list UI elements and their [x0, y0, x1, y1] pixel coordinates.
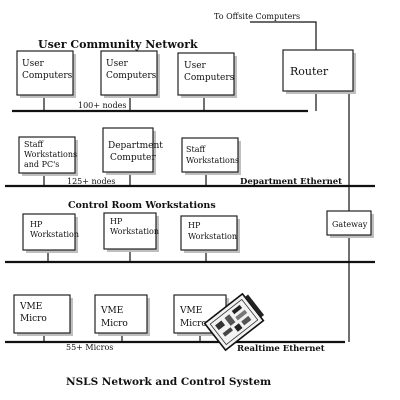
gateway-box: Gateway: [326, 210, 374, 238]
user-nodes-note: 100+ nodes: [78, 101, 126, 110]
realtime-ethernet-label: Realtime Ethernet: [237, 344, 325, 354]
vme-micro-box-2: VME Micro: [94, 294, 150, 336]
box-label: Micro: [20, 314, 47, 324]
box-label: HP: [188, 221, 201, 230]
offsite-link: [250, 21, 317, 52]
box-label: Computers: [22, 71, 73, 81]
hp-workstation-box-2: HP Workstation: [103, 212, 159, 252]
box-label: VME: [100, 306, 123, 316]
box-label: Computers: [184, 73, 235, 83]
box-label: User: [22, 59, 45, 69]
router-label: Router: [290, 65, 329, 78]
vme-micro-box-1: VME Micro: [13, 294, 73, 336]
user-computers-box-2: User Computers: [100, 50, 160, 98]
box-label: Staff: [186, 145, 206, 154]
vme-board-illustration: [203, 292, 265, 352]
box-label: HP: [110, 217, 123, 226]
staff-workstations-box-1: Staff Workstations and PC's: [18, 136, 78, 176]
box-label: VME: [19, 302, 42, 312]
user-network-title: User Community Network: [38, 38, 198, 51]
box-label: Department: [108, 141, 163, 151]
box-label: and PC's: [24, 160, 59, 169]
vme-micro-box-3: VME Micro: [173, 294, 229, 336]
router-box: Router: [282, 49, 356, 94]
staff-workstations-box-2: Staff Workstations: [181, 137, 241, 175]
control-room-title: Control Room Workstations: [68, 200, 216, 211]
box-label: Workstations: [24, 150, 77, 159]
box-label: Workstation: [188, 232, 237, 241]
user-computers-box-3: User Computers: [177, 52, 237, 98]
diagram-caption: NSLS Network and Control System: [66, 376, 271, 388]
dept-nodes-note: 125+ nodes: [67, 177, 115, 186]
box-label: Computer: [110, 153, 156, 163]
realtime-micros-note: 55+ Micros: [66, 343, 113, 352]
offsite-label: To Offsite Computers: [214, 12, 300, 21]
box-label: HP: [30, 220, 43, 229]
box-label: Micro: [180, 319, 207, 329]
box-label: Workstation: [110, 227, 159, 236]
box-label: Micro: [101, 319, 128, 329]
box-label: Computers: [106, 71, 157, 81]
box-label: Workstation: [30, 230, 79, 239]
box-label: User: [106, 59, 129, 69]
box-label: Staff: [24, 140, 44, 149]
hp-workstation-box-3: HP Workstation: [180, 215, 240, 253]
department-computer-box: Department Computer: [102, 127, 163, 175]
box-label: Workstations: [186, 156, 239, 165]
box-label: User: [184, 61, 207, 71]
gateway-label: Gateway: [332, 220, 368, 229]
user-computers-box-1: User Computers: [16, 50, 76, 98]
hp-workstation-box-1: HP Workstation: [22, 213, 79, 253]
department-ethernet-label: Department Ethernet: [240, 177, 342, 187]
box-label: VME: [179, 306, 202, 316]
